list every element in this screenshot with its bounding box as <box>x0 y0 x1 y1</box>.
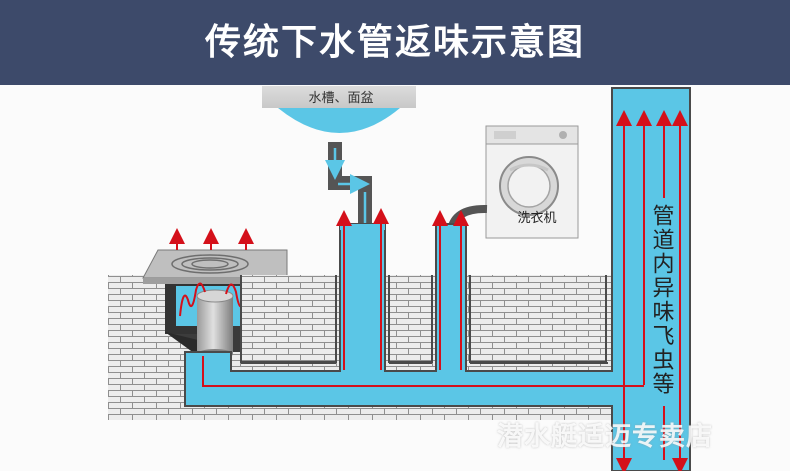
sink-pipe <box>325 142 375 244</box>
odor-arrows-drain <box>169 228 254 250</box>
washing-machine: 洗衣机 <box>485 125 579 239</box>
pipe-note: 管道内异味飞虫等 <box>649 204 675 396</box>
page-title: 传统下水管返味示意图 <box>204 22 585 63</box>
odor-arrows-traps <box>336 208 469 232</box>
header-bar: 传统下水管返味示意图 <box>0 0 790 85</box>
drain-diagram: 水槽、面盆 洗衣机 <box>108 86 691 471</box>
odor-path <box>202 222 644 387</box>
sink-basin: 水槽、面盆 <box>262 86 416 133</box>
sink-label: 水槽、面盆 <box>308 91 373 106</box>
watermark: 潜水艇适迈专卖店 <box>496 422 713 452</box>
washer-label: 洗衣机 <box>517 210 556 226</box>
